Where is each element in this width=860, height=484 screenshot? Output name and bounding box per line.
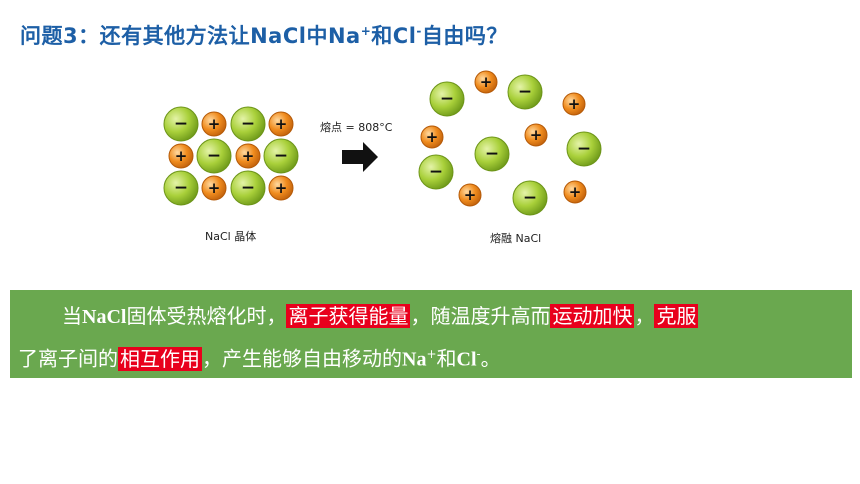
minus-sign: − bbox=[274, 146, 288, 166]
minus-sign: − bbox=[518, 82, 532, 102]
crystal-caption: NaCl 晶体 bbox=[205, 229, 256, 243]
explanation-text: 当NaCl固体受热熔化时，离子获得能量，随温度升高而运动加快，克服了离子间的相互… bbox=[10, 290, 852, 379]
explanation-panel: 当NaCl固体受热熔化时，离子获得能量，随温度升高而运动加快，克服了离子间的相互… bbox=[10, 290, 852, 378]
title-text: 自由吗？ bbox=[421, 24, 508, 48]
chloride-ion: − bbox=[507, 74, 543, 110]
chloride-ion: − bbox=[418, 154, 454, 190]
sodium-ion: + bbox=[563, 180, 587, 204]
molten-nacl-ions: − + − + + − + − − + − + bbox=[418, 70, 602, 216]
plus-sign: + bbox=[480, 73, 493, 91]
chloride-ion: − bbox=[566, 131, 602, 167]
minus-sign: − bbox=[440, 89, 454, 109]
plus-sign: + bbox=[464, 186, 477, 204]
title-superscript-plus: + bbox=[360, 24, 372, 38]
highlight-motion-faster: 运动加快 bbox=[550, 304, 635, 328]
formula-cl: Cl bbox=[456, 348, 477, 371]
sodium-ion: + bbox=[235, 143, 261, 169]
text-run: 和 bbox=[436, 346, 457, 371]
highlight-overcome: 克服 bbox=[654, 304, 699, 328]
chloride-ion: − bbox=[230, 170, 266, 206]
highlight-ions-gain-energy: 离子获得能量 bbox=[286, 304, 411, 328]
title-text: 问题3：还有其他方法让NaCl中Na bbox=[20, 24, 361, 48]
text-run: ， bbox=[634, 304, 655, 328]
plus-sign: + bbox=[530, 126, 543, 144]
chloride-ion: − bbox=[429, 81, 465, 117]
chloride-ion: − bbox=[230, 106, 266, 142]
chloride-ion: − bbox=[263, 138, 299, 174]
chloride-ion: − bbox=[474, 136, 510, 172]
chloride-ion: − bbox=[163, 170, 199, 206]
text-run: 了离子间的 bbox=[18, 346, 118, 371]
plus-sign: + bbox=[208, 115, 221, 133]
minus-sign: − bbox=[429, 162, 443, 182]
sodium-ion: + bbox=[168, 143, 194, 169]
minus-sign: − bbox=[523, 188, 537, 208]
sodium-ion: + bbox=[201, 175, 227, 201]
minus-sign: − bbox=[174, 114, 188, 134]
formula-na: Na bbox=[402, 348, 427, 371]
minus-sign: − bbox=[241, 114, 255, 134]
formula-nacl: NaCl bbox=[82, 306, 127, 328]
highlight-interaction: 相互作用 bbox=[118, 346, 202, 371]
sodium-ion: + bbox=[420, 125, 444, 149]
plus-sign: + bbox=[426, 128, 439, 146]
plus-sign: + bbox=[208, 179, 221, 197]
nacl-crystal-lattice: −+−++−+−−+−+ bbox=[163, 106, 299, 206]
plus-sign: + bbox=[275, 115, 288, 133]
title-text: 和Cl bbox=[371, 24, 417, 48]
title-superscript-minus: - bbox=[416, 24, 422, 38]
sodium-ion: + bbox=[524, 123, 548, 147]
text-run: 固体受热熔化时， bbox=[126, 304, 287, 328]
plus-sign: + bbox=[275, 179, 288, 197]
molten-caption: 熔融 NaCl bbox=[490, 231, 541, 245]
plus-sign: + bbox=[568, 95, 581, 113]
sodium-ion: + bbox=[562, 92, 586, 116]
plus-sign: + bbox=[569, 183, 582, 201]
sodium-ion: + bbox=[201, 111, 227, 137]
minus-sign: − bbox=[577, 139, 591, 159]
text-run: ，产生能够自由移动的 bbox=[202, 346, 402, 371]
sodium-ion: + bbox=[268, 111, 294, 137]
sodium-ion: + bbox=[474, 70, 498, 94]
minus-sign: − bbox=[174, 178, 188, 198]
text-run: 。 bbox=[480, 346, 501, 371]
minus-sign: − bbox=[207, 146, 221, 166]
sodium-ion: + bbox=[458, 183, 482, 207]
plus-sign: + bbox=[242, 147, 255, 165]
right-arrow-icon bbox=[342, 142, 378, 172]
chloride-ion: − bbox=[512, 180, 548, 216]
minus-sign: − bbox=[241, 178, 255, 198]
superscript-plus: + bbox=[426, 347, 437, 361]
sodium-ion: + bbox=[268, 175, 294, 201]
question-title: 问题3：还有其他方法让NaCl中Na+和Cl-自由吗？ bbox=[20, 20, 508, 50]
chloride-ion: − bbox=[196, 138, 232, 174]
text-run: ，随温度升高而 bbox=[410, 304, 551, 328]
ion-diagram: −+−++−+−−+−+ −+−++−+−−+−+ 熔点 = 808°C NaC… bbox=[163, 70, 602, 245]
minus-sign: − bbox=[485, 144, 499, 164]
nacl-melting-figure: −+−++−+−−+−+ −+−++−+−−+−+ 熔点 = 808°C NaC… bbox=[150, 62, 620, 252]
chloride-ion: − bbox=[163, 106, 199, 142]
text-run: 当 bbox=[62, 304, 82, 328]
melting-point-label: 熔点 = 808°C bbox=[320, 120, 393, 134]
plus-sign: + bbox=[175, 147, 188, 165]
superscript-minus: - bbox=[476, 347, 481, 361]
